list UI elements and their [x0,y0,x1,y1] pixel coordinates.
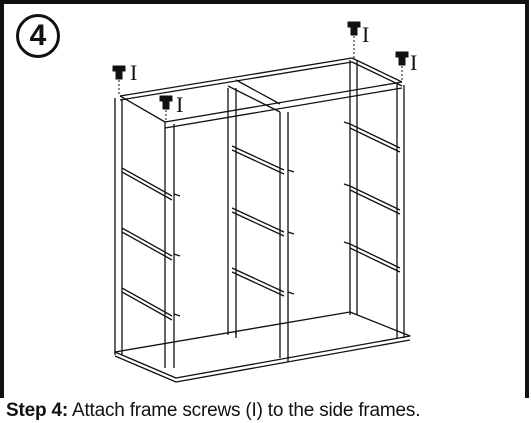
left-rung-3 [121,287,173,321]
screw-label-right-front: I [410,50,417,75]
right-rung-3 [349,243,401,273]
right-rung-1 [349,123,401,153]
step-caption: Step 4: Attach frame screws (I) to the s… [6,398,531,423]
left-rung-2 [121,227,173,261]
middle-post-b [279,112,289,358]
left-front-post [164,122,175,368]
middle-post-a [227,88,237,335]
mid-rung-3 [231,267,285,297]
screw-right-front-icon [395,51,409,82]
back-top-rail [119,57,403,97]
right-front-post [396,84,405,338]
front-top-rail [164,81,403,123]
screw-left-back-icon [112,65,126,96]
base-panel [114,311,411,379]
left-back-post [114,98,123,355]
mid-rung-1 [231,145,285,175]
screw-left-front-icon [159,95,173,122]
mid-rung-2 [231,207,285,237]
step-instruction: Attach frame screws (I) to the side fram… [71,400,421,421]
right-back-post [349,60,358,315]
step-number: 4 [29,19,47,52]
step-number-badge: 4 [16,14,60,58]
right-rung-2 [349,185,401,215]
step-label: Step 4: [6,400,68,421]
screw-right-back-icon [347,21,361,58]
screw-label-left-front: I [176,92,183,117]
screw-label-left-back: I [130,60,137,85]
left-rung-1 [121,167,173,201]
shelf-frame-diagram: I I I I [112,21,417,383]
screw-label-right-back: I [362,22,369,47]
step-panel [0,0,529,398]
